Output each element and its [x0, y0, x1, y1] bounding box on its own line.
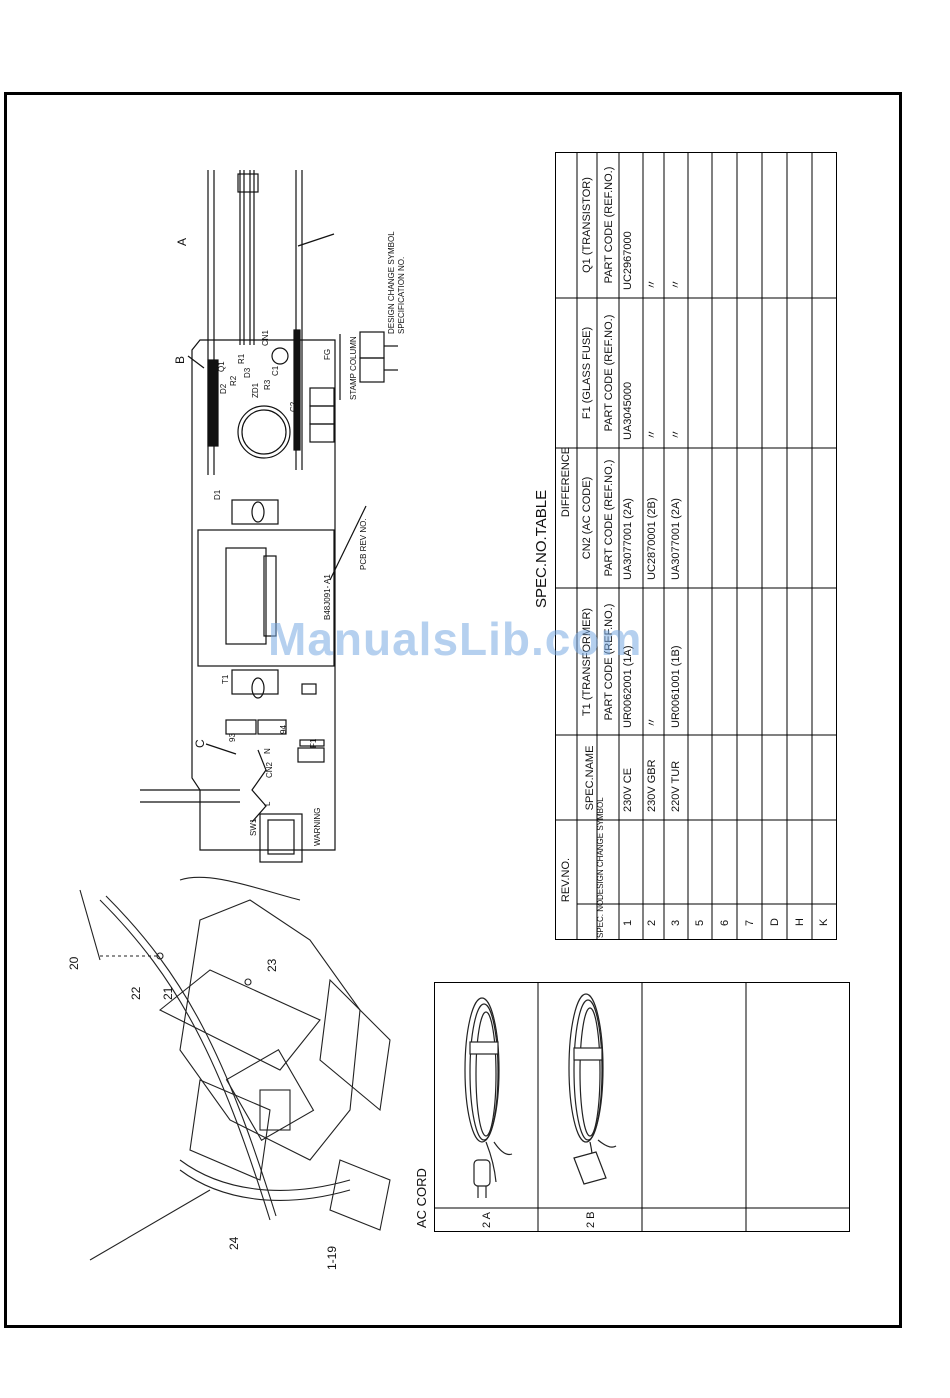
- col-cn2-header: CN2 (AC CODE): [581, 477, 593, 560]
- r3-label: R3: [263, 379, 272, 390]
- spec-name-header: SPEC.NAME: [584, 746, 596, 811]
- warning-label: WARNING: [313, 808, 322, 846]
- spec-row-D-no: D: [769, 918, 781, 926]
- t1-label: T1: [221, 674, 230, 684]
- spec-row-1-q1: UC2967000: [622, 231, 634, 290]
- spec-no-table: DIFFERENCE REV.NO. SPEC.NAME T1 (TRANSFO…: [555, 152, 837, 940]
- spec-row-3-f1: 〃: [670, 429, 682, 440]
- design-change-symbol-label: DESIGN CHANGE SYMBOL: [387, 231, 396, 334]
- spec-row-3-no: 3: [670, 920, 682, 926]
- watermark: ManualsLib.com: [268, 613, 643, 665]
- euro-plug-cord-icon: [464, 997, 513, 1198]
- pcb-label-c: C: [193, 739, 207, 748]
- spec-row-2-spec: 230V GBR: [646, 759, 658, 812]
- spec-row-7-no: 7: [744, 920, 756, 926]
- spec-row-5-no: 5: [694, 920, 706, 926]
- page-frame: [4, 92, 902, 1328]
- spec-row-2-no: 2: [646, 920, 658, 926]
- rev-no-header: REV.NO.: [560, 858, 572, 902]
- design-change-header: DESIGN CHANGE SYMBOL: [596, 797, 605, 900]
- spec-table-title: SPEC.NO.TABLE: [533, 489, 550, 608]
- spec-row-3-spec: 220V TUR: [670, 761, 682, 812]
- callout-22: 22: [129, 986, 143, 1000]
- pcb-label-b: B: [173, 356, 187, 364]
- board-code-label: B48J091- A1: [323, 574, 332, 620]
- col-f1-sub: PART CODE (REF.NO.): [603, 315, 615, 432]
- specification-no-label: SPECIFICATION NO.: [397, 257, 406, 334]
- spec-row-K-no: K: [818, 918, 830, 926]
- spec-row-3-cn2: UA3077001 (2A): [670, 498, 682, 580]
- spec-row-2-f1: 〃: [646, 429, 658, 440]
- exploded-assembly-diagram: 22 21 23 20 24 1-19: [67, 876, 391, 1270]
- pcb-rev-no-label: PCB REV NO.: [359, 518, 368, 570]
- col-cn2-sub: PART CODE (REF.NO.): [603, 460, 615, 577]
- spec-row-6-no: 6: [719, 920, 731, 926]
- callout-20: 20: [67, 956, 81, 970]
- spec-row-3-t1: UR0061001 (1B): [670, 645, 682, 728]
- spec-row-2-cn2: UC2870001 (2B): [646, 497, 658, 580]
- spec-row-1-cn2: UA3077001 (2A): [622, 498, 634, 580]
- col-q1-sub: PART CODE (REF.NO.): [603, 167, 615, 284]
- callout-21: 21: [161, 986, 175, 1000]
- spec-row-1-f1: UA3045000: [622, 382, 634, 440]
- spec-row-3-q1: 〃: [670, 279, 682, 290]
- cn2-label: CN2: [265, 761, 274, 778]
- f1-label: F1: [309, 738, 318, 748]
- d2-label: D2: [219, 383, 228, 394]
- callout-1-19: 1-19: [325, 1246, 339, 1270]
- spec-row-1-spec: 230V CE: [622, 768, 634, 812]
- col-t1-header: T1 (TRANSFORMER): [581, 608, 593, 716]
- callout-24: 24: [227, 1236, 241, 1250]
- num-94-label-visible: 94: [279, 725, 288, 734]
- col-t1-sub: PART CODE (REF.NO.): [603, 604, 615, 721]
- n-label: N: [263, 748, 272, 754]
- l-label: L: [263, 801, 272, 806]
- col-f1-header: F1 (GLASS FUSE): [581, 327, 593, 419]
- pcb-label-a: A: [175, 238, 189, 246]
- col-q1-header: Q1 (TRANSISTOR): [581, 177, 593, 273]
- sw1-label: SW1: [249, 818, 258, 836]
- r1-label: R1: [237, 353, 246, 364]
- spec-row-1-no: 1: [622, 920, 634, 926]
- spec-row-2-q1: 〃: [646, 279, 658, 290]
- spec-row-H-no: H: [794, 918, 806, 926]
- c1-label: C1: [271, 365, 280, 376]
- zd1-label: ZD1: [251, 382, 260, 398]
- spec-row-2-t1: 〃: [646, 717, 658, 728]
- c2-label: C2: [289, 401, 298, 412]
- callout-23: 23: [265, 958, 279, 972]
- fg-label: FG: [323, 349, 332, 360]
- ac-cord-label-2b: 2 B: [585, 1211, 597, 1228]
- ac-cord-label-2a: 2 A: [481, 1211, 493, 1228]
- q1-label: Q1: [217, 361, 226, 372]
- d1-label: D1: [213, 489, 222, 500]
- uk-plug-cord-icon: [568, 993, 617, 1185]
- cn1-label: CN1: [261, 329, 270, 346]
- ac-cord-table: 2 A 2 B: [434, 982, 850, 1232]
- difference-header: DIFFERENCE: [560, 447, 572, 517]
- r2-label: R2: [229, 375, 238, 386]
- spec-row-1-t1: UR0062001 (1A): [622, 645, 634, 728]
- d3-label: D3: [243, 367, 252, 378]
- spec-no-header: SPEC. NO.: [596, 898, 605, 938]
- pcb-diagram: A B C STAMP COLUMN DESIGN CHANGE SYMBOL …: [140, 170, 406, 863]
- stamp-column-label: STAMP COLUMN: [349, 336, 358, 400]
- num-93-label: 93: [228, 733, 237, 742]
